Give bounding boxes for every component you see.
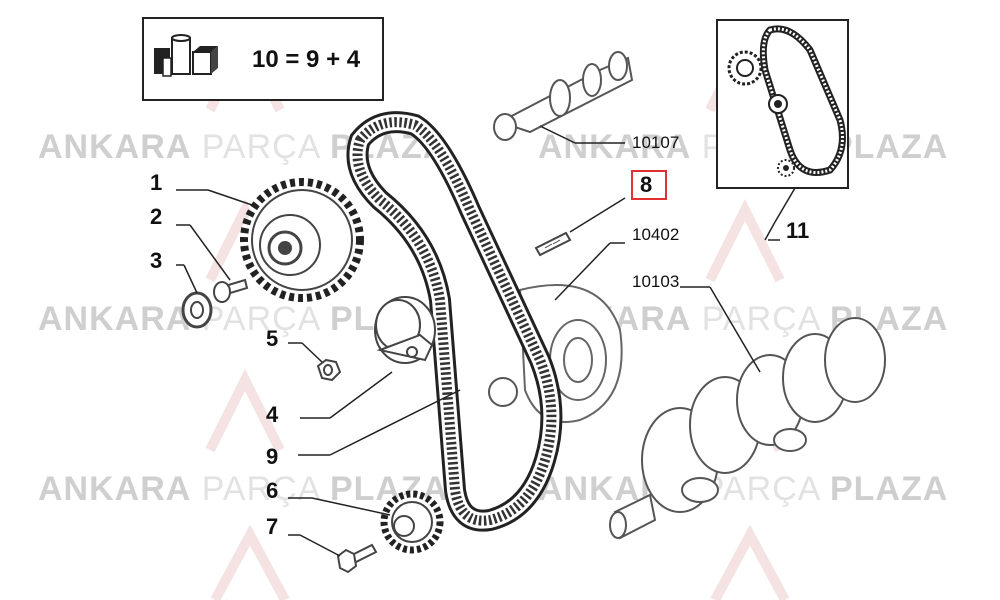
selected-part-highlight [631, 170, 667, 200]
dowel-pin [534, 231, 572, 257]
washer [181, 291, 213, 329]
camshaft [493, 51, 634, 141]
belt-tensioner [374, 296, 436, 364]
callout-8[interactable]: 8 [640, 172, 653, 197]
callout-7[interactable]: 7 [266, 514, 279, 539]
callout-5[interactable]: 5 [266, 326, 279, 351]
callout-10103[interactable]: 10103 [632, 272, 680, 291]
callout-3[interactable]: 3 [150, 248, 163, 273]
callout-1[interactable]: 1 [150, 170, 163, 195]
callout-2[interactable]: 2 [150, 204, 163, 229]
callout-10107[interactable]: 10107 [632, 133, 680, 152]
crank-bolt [336, 543, 378, 574]
nut [316, 358, 342, 382]
callout-6[interactable]: 6 [266, 478, 279, 503]
belt-hub [488, 377, 518, 407]
timing-belt [346, 111, 563, 532]
cam-pulley [240, 178, 364, 302]
callout-10402[interactable]: 10402 [632, 225, 680, 244]
callout-4[interactable]: 4 [266, 402, 279, 427]
crank-sprocket [380, 490, 444, 554]
cam-bolt [213, 278, 249, 303]
callout-11[interactable]: 11 [786, 218, 810, 243]
kit-box [142, 17, 384, 101]
crankshaft [609, 317, 886, 540]
callout-9[interactable]: 9 [266, 444, 279, 469]
inset-belt-view [716, 19, 849, 189]
kit-icon [154, 34, 218, 77]
kit-formula: 10 = 9 + 4 [252, 46, 361, 73]
